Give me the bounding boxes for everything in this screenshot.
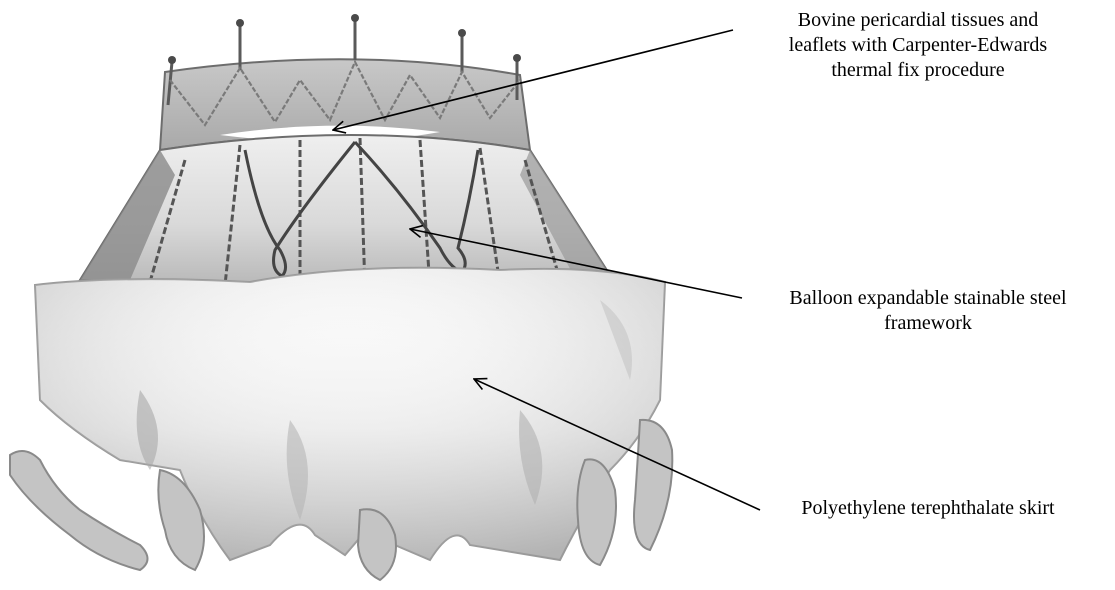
label-line: framework <box>738 311 1115 336</box>
label-line: Balloon expandable stainable steel <box>738 286 1115 311</box>
upper-stent-band <box>160 14 530 150</box>
label-line: Polyethylene terephthalate skirt <box>748 496 1108 521</box>
label-steel-framework: Balloon expandable stainable steel frame… <box>738 286 1115 336</box>
label-bovine-pericardial-tissue: Bovine pericardial tissues and leaflets … <box>738 8 1098 83</box>
label-line: thermal fix procedure <box>738 58 1098 83</box>
label-line: Bovine pericardial tissues and <box>738 8 1098 33</box>
stent-framework <box>80 135 610 288</box>
pet-skirt <box>35 268 665 560</box>
label-line: leaflets with Carpenter-Edwards <box>738 33 1098 58</box>
label-pet-skirt: Polyethylene terephthalate skirt <box>748 496 1108 521</box>
